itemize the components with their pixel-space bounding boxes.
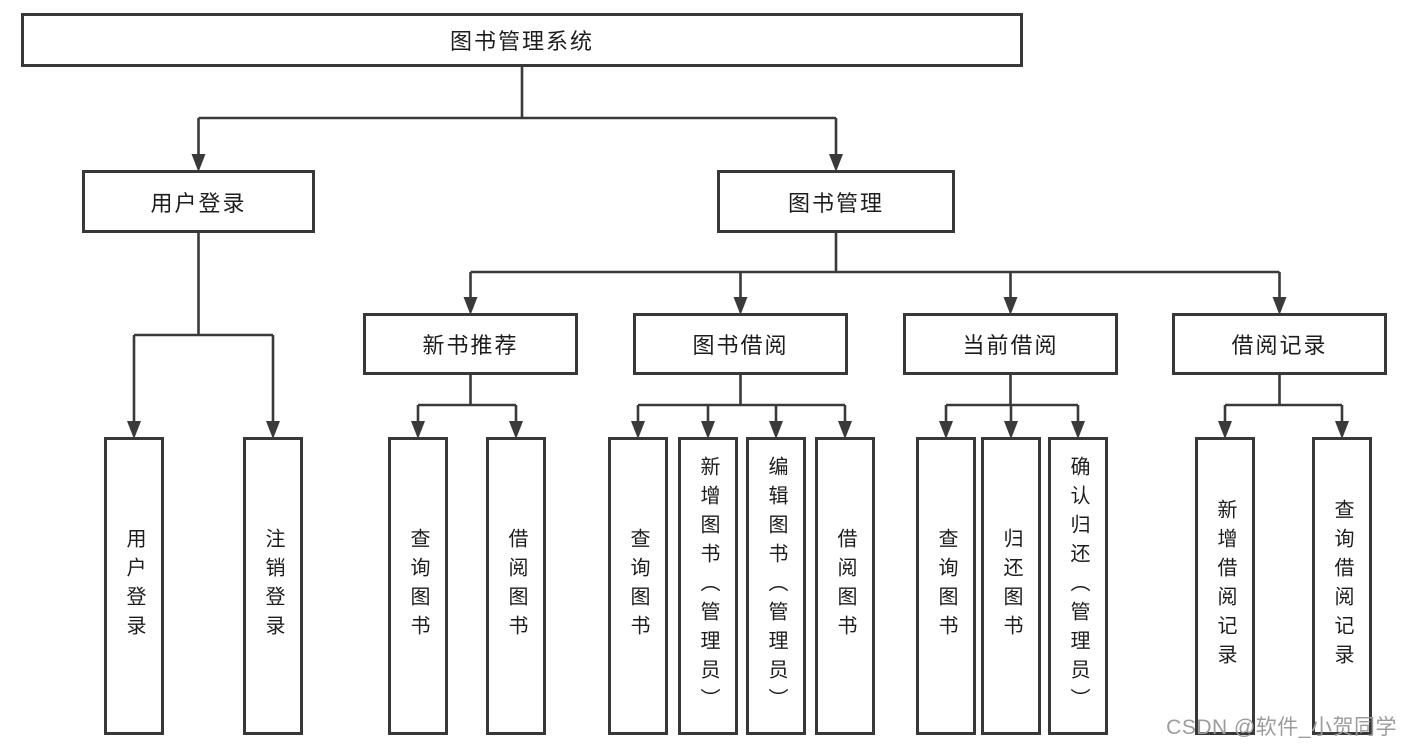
node-leaf-query-books-recommend: 查询图书 <box>388 437 448 735</box>
node-user-login: 用户登录 <box>82 170 315 233</box>
leaf-label: 编辑图书（管理员） <box>765 455 787 717</box>
node-current-borrow: 当前借阅 <box>903 313 1118 375</box>
leaf-label: 归还图书 <box>1000 528 1022 644</box>
arrowhead-icons <box>127 154 1349 439</box>
leaf-label: 借阅图书 <box>834 528 856 644</box>
node-root: 图书管理系统 <box>21 13 1023 67</box>
node-book-management: 图书管理 <box>717 170 955 233</box>
node-leaf-borrow-books-recommend: 借阅图书 <box>486 437 546 735</box>
leaf-label: 新增图书（管理员） <box>697 455 719 717</box>
leaf-label: 查询图书 <box>935 528 957 644</box>
leaf-label: 新增借阅记录 <box>1214 499 1236 673</box>
leaf-label: 用户登录 <box>123 528 145 644</box>
node-borrow-records: 借阅记录 <box>1172 313 1387 375</box>
node-leaf-edit-books-admin: 编辑图书（管理员） <box>746 437 806 735</box>
leaf-label: 查询图书 <box>627 528 649 644</box>
csdn-watermark: CSDN @软件_小贺同学 <box>1166 716 1397 739</box>
node-new-book-recommend: 新书推荐 <box>363 313 578 375</box>
node-leaf-add-borrow-record: 新增借阅记录 <box>1195 437 1255 735</box>
node-book-management-label: 图书管理 <box>787 190 884 216</box>
node-leaf-user-login: 用户登录 <box>104 437 164 735</box>
leaf-label: 注销登录 <box>262 528 284 644</box>
node-leaf-query-books-borrow: 查询图书 <box>608 437 668 735</box>
node-leaf-return-books: 归还图书 <box>981 437 1041 735</box>
node-leaf-confirm-return-admin: 确认归还（管理员） <box>1048 437 1108 735</box>
node-leaf-add-books-admin: 新增图书（管理员） <box>678 437 738 735</box>
node-new-book-recommend-label: 新书推荐 <box>422 333 519 358</box>
node-leaf-query-borrow-record: 查询借阅记录 <box>1312 437 1372 735</box>
leaf-label: 借阅图书 <box>505 528 527 644</box>
node-leaf-borrow-books: 借阅图书 <box>815 437 875 735</box>
node-root-label: 图书管理系统 <box>449 29 594 54</box>
leaf-label: 查询借阅记录 <box>1331 499 1353 673</box>
node-book-borrow: 图书借阅 <box>633 313 848 375</box>
node-borrow-records-label: 借阅记录 <box>1231 333 1328 358</box>
leaf-label: 查询图书 <box>407 528 429 644</box>
node-leaf-query-books-current: 查询图书 <box>916 437 976 735</box>
leaf-label: 确认归还（管理员） <box>1067 455 1089 717</box>
node-book-borrow-label: 图书借阅 <box>692 333 789 358</box>
node-leaf-logout: 注销登录 <box>243 437 303 735</box>
node-user-login-label: 用户登录 <box>150 190 247 216</box>
node-current-borrow-label: 当前借阅 <box>962 333 1059 358</box>
